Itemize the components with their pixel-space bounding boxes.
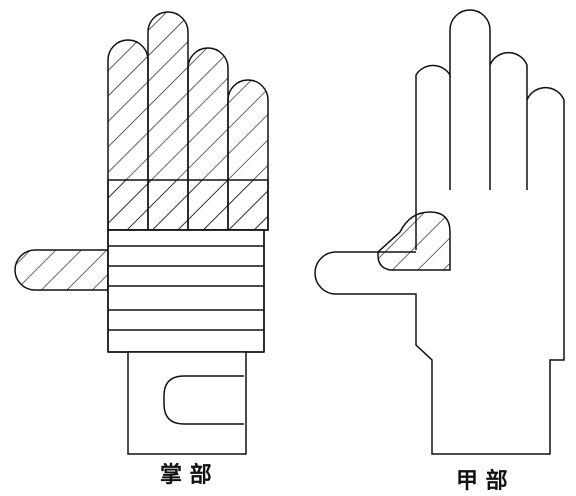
back-thumb-patch bbox=[377, 211, 451, 271]
palm-side-glove bbox=[14, 11, 269, 455]
back-side-caption: 甲 部 bbox=[456, 468, 508, 494]
back-glove-outline bbox=[314, 9, 565, 455]
palm-striped-band bbox=[107, 229, 265, 353]
back-side-glove bbox=[314, 9, 565, 455]
palm-thumb bbox=[14, 249, 109, 291]
palm-cuff bbox=[127, 351, 247, 455]
palm-side-caption: 掌 部 bbox=[160, 462, 212, 488]
palm-cuff-tab bbox=[163, 375, 244, 425]
palm-ring-finger bbox=[147, 11, 189, 231]
palm-upper-hatched-area bbox=[107, 179, 269, 231]
